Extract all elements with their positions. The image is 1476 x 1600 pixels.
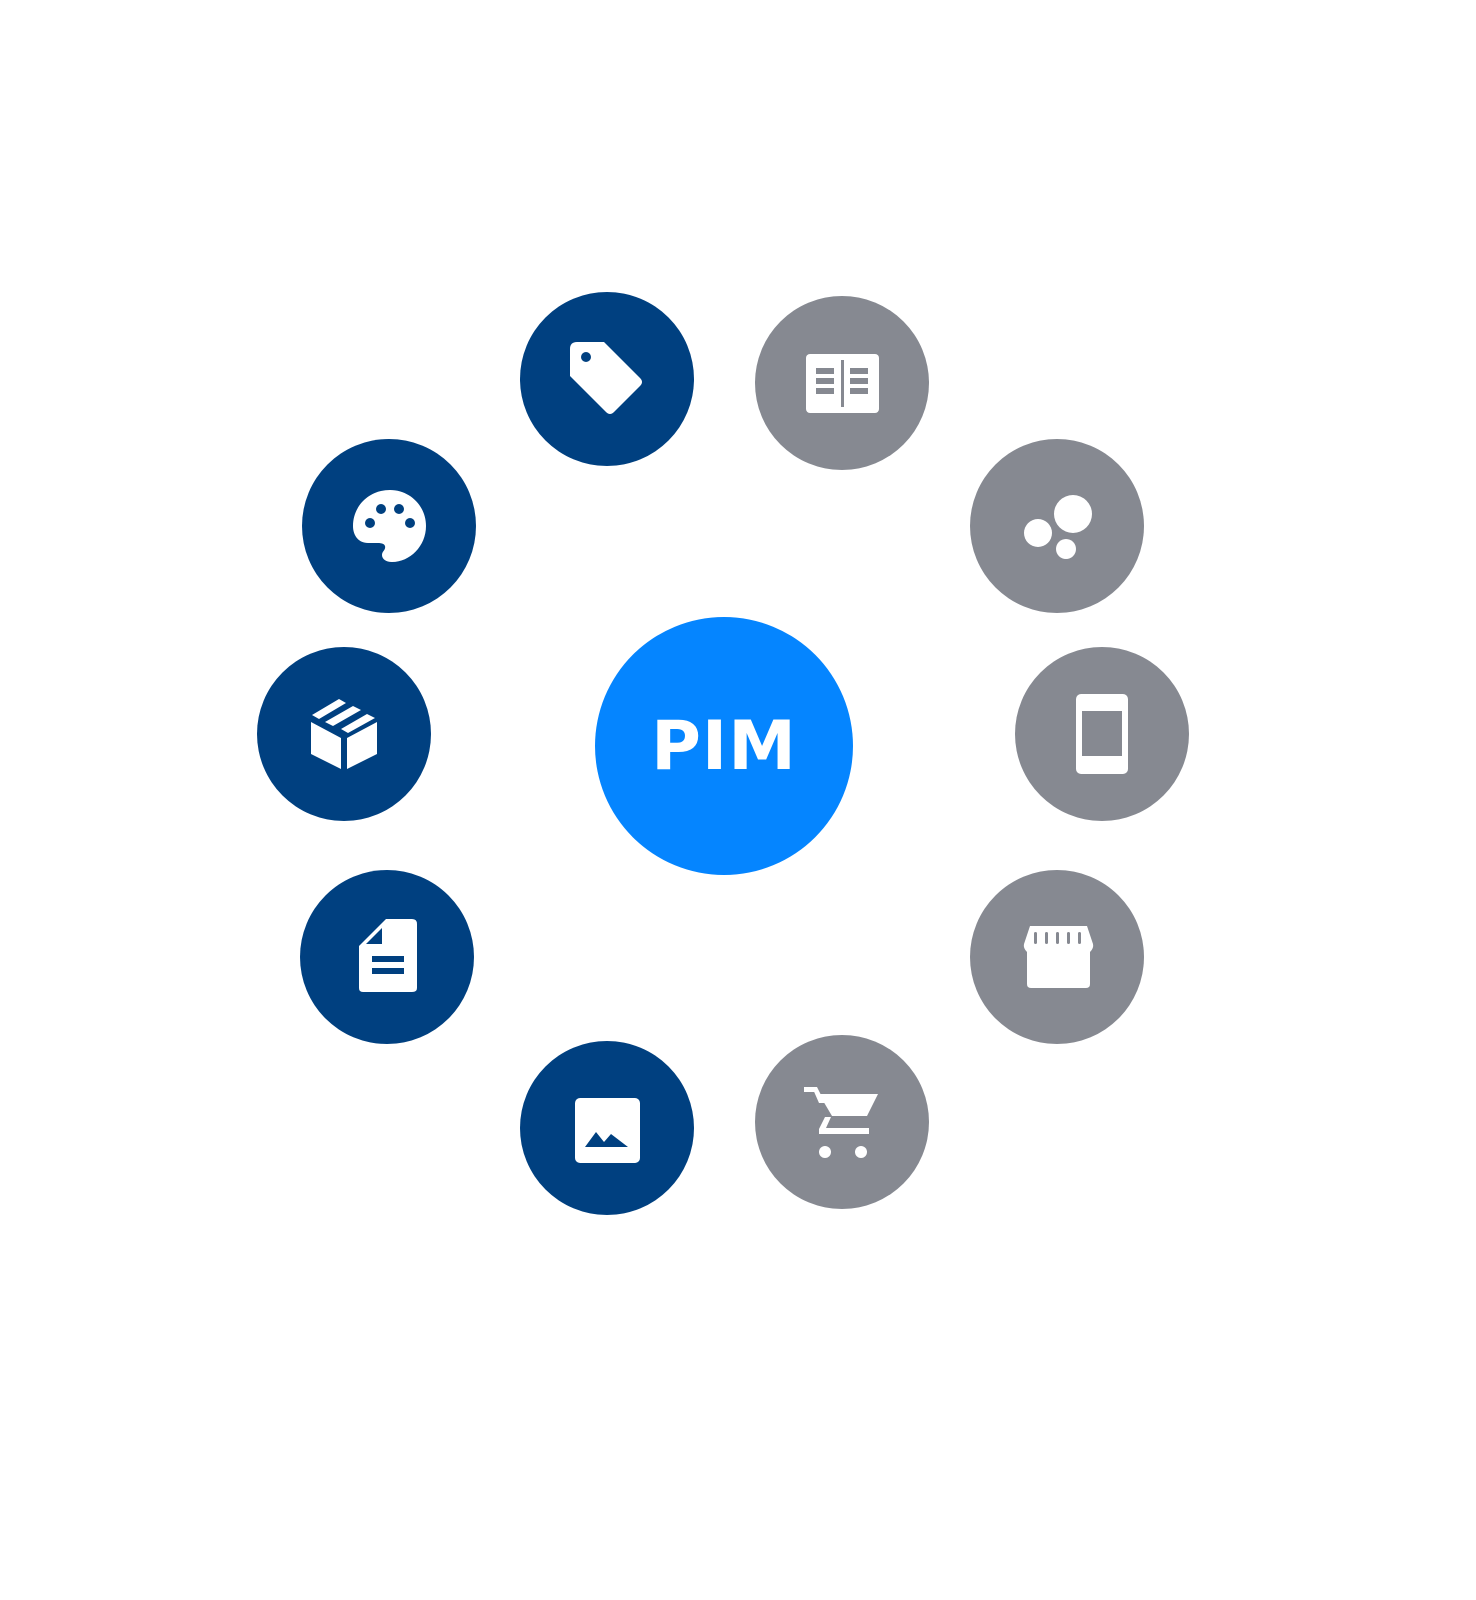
catalog-icon [806, 354, 879, 413]
pim-hub-label: PIM [651, 706, 797, 786]
document-node [300, 870, 474, 1044]
image-node [520, 1041, 694, 1215]
shopping-cart-node [755, 1035, 929, 1209]
price-tag-icon [570, 342, 642, 414]
palette-icon [353, 490, 426, 562]
package-box-node [257, 647, 431, 821]
pim-hub: PIM [595, 617, 853, 875]
storefront-node [970, 870, 1144, 1044]
storefront-icon [1023, 926, 1094, 988]
shopping-cart-icon [804, 1087, 878, 1158]
tablet-icon [1076, 694, 1128, 774]
catalog-node [755, 296, 929, 470]
image-icon [575, 1098, 640, 1163]
package-box-icon [311, 699, 377, 769]
bubbles-node [970, 439, 1144, 613]
palette-node [302, 439, 476, 613]
bubbles-icon [1024, 495, 1092, 559]
tablet-node [1015, 647, 1189, 821]
price-tag-node [520, 292, 694, 466]
document-icon [359, 919, 417, 992]
